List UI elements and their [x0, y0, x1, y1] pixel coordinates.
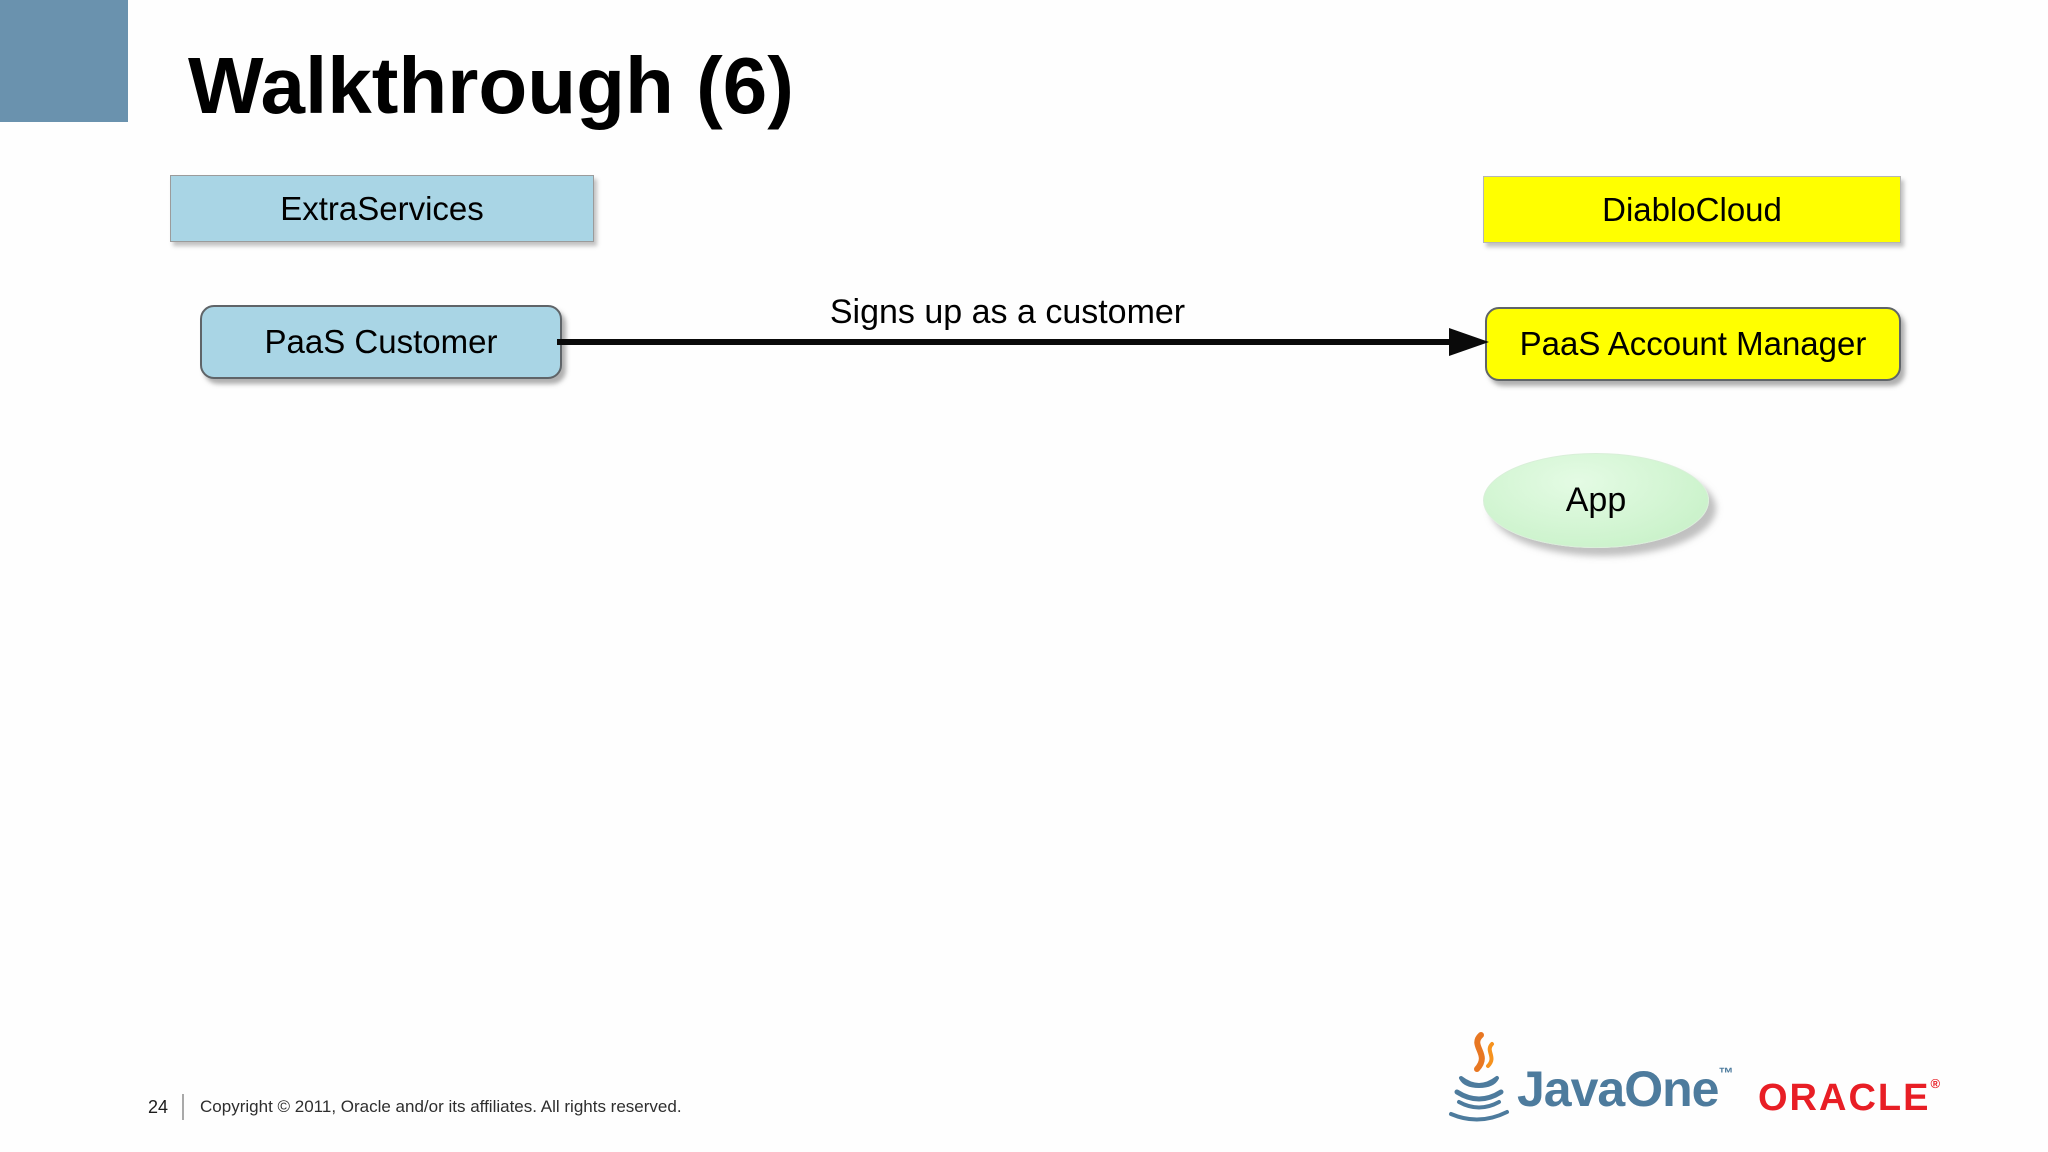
oracle-wordmark: ORACLE — [1758, 1077, 1931, 1119]
page-number: 24 — [148, 1096, 169, 1117]
signup-arrow-line — [557, 339, 1455, 345]
extraservices-label: ExtraServices — [280, 189, 484, 227]
java-cup-icon — [1447, 1032, 1511, 1126]
app-node-label: App — [1565, 481, 1627, 519]
signup-arrow-head-icon — [1449, 328, 1489, 356]
javaone-wordmark: JavaOne™ — [1517, 1061, 1734, 1117]
paas-customer-label: PaaS Customer — [264, 323, 498, 360]
oracle-logo: ORACLE® — [1758, 1077, 1940, 1117]
extraservices-box: ExtraServices — [170, 175, 594, 242]
oracle-registered-mark: ® — [1930, 1076, 1941, 1091]
app-node-ellipse: App — [1483, 453, 1709, 548]
paas-customer-box: PaaS Customer — [200, 305, 562, 379]
paas-account-manager-label: PaaS Account Manager — [1519, 325, 1867, 362]
corner-accent-rect — [0, 0, 128, 122]
javaone-tm-mark: ™ — [1718, 1065, 1734, 1082]
footer-divider — [182, 1094, 185, 1120]
arrow-label: Signs up as a customer — [829, 293, 1186, 331]
copyright-text: Copyright © 2011, Oracle and/or its affi… — [200, 1097, 682, 1116]
diablocloud-label: DiabloCloud — [1602, 190, 1782, 228]
diablocloud-box: DiabloCloud — [1483, 176, 1901, 243]
slide-title: Walkthrough (6) — [188, 41, 794, 130]
paas-account-manager-box: PaaS Account Manager — [1485, 307, 1901, 381]
slide-footer: 24 Copyright © 2011, Oracle and/or its a… — [148, 1092, 682, 1122]
javaone-logo: JavaOne™ — [1447, 1032, 1733, 1126]
